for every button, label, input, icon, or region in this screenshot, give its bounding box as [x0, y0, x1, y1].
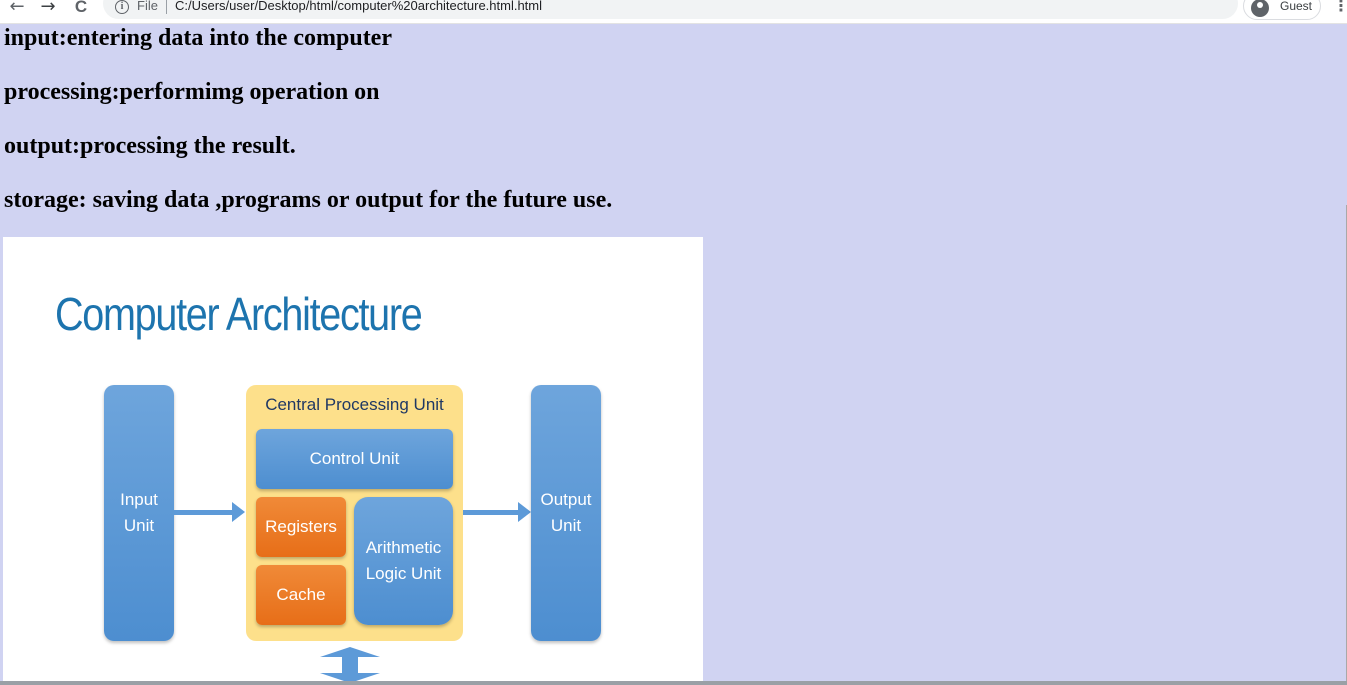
memory-arrow-icon: [320, 647, 380, 683]
more-menu-icon[interactable]: ⋮: [1333, 0, 1347, 15]
output-arrow-head: [518, 502, 531, 522]
info-icon[interactable]: i: [115, 0, 129, 14]
cpu-label: Central Processing Unit: [265, 395, 444, 414]
input-unit-label: Input Unit: [120, 490, 158, 535]
control-unit-box: Control Unit: [256, 429, 453, 489]
processing-definition: processing:performimg operation on: [4, 79, 380, 105]
output-arrow: [463, 510, 520, 515]
file-label: File: [137, 0, 158, 13]
input-arrow-head: [232, 502, 245, 522]
input-arrow: [174, 510, 234, 515]
browser-toolbar: ← → C i File C:/Users/user/Desktop/html/…: [0, 0, 1347, 24]
input-unit-box: Input Unit: [104, 385, 174, 641]
back-icon[interactable]: ←: [9, 0, 25, 17]
input-definition: input:entering data into the computer: [4, 25, 392, 51]
address-divider: [166, 0, 167, 14]
output-definition: output:processing the result.: [4, 133, 296, 159]
computer-architecture-image: Computer Architecture Input Unit Central…: [3, 237, 703, 685]
profile-button[interactable]: Guest: [1243, 0, 1321, 20]
storage-definition: storage: saving data ,programs or output…: [4, 187, 613, 213]
profile-icon: [1251, 0, 1269, 17]
profile-label: Guest: [1280, 0, 1313, 13]
registers-box: Registers: [256, 497, 346, 557]
address-bar[interactable]: i File C:/Users/user/Desktop/html/comput…: [103, 0, 1238, 19]
output-unit-box: Output Unit: [531, 385, 601, 641]
figure-title: Computer Architecture: [55, 288, 423, 340]
alu-box: Arithmetic Logic Unit: [354, 497, 453, 625]
url-text[interactable]: C:/Users/user/Desktop/html/computer%20ar…: [175, 0, 543, 13]
alu-label: Arithmetic Logic Unit: [365, 538, 442, 583]
control-unit-label: Control Unit: [309, 449, 400, 468]
forward-icon[interactable]: →: [40, 0, 56, 17]
reload-icon[interactable]: C: [74, 0, 88, 16]
bottom-edge: [0, 681, 1347, 685]
cache-label: Cache: [276, 585, 326, 604]
output-unit-label: Output Unit: [540, 490, 592, 535]
registers-label: Registers: [265, 517, 337, 536]
cache-box: Cache: [256, 565, 346, 625]
